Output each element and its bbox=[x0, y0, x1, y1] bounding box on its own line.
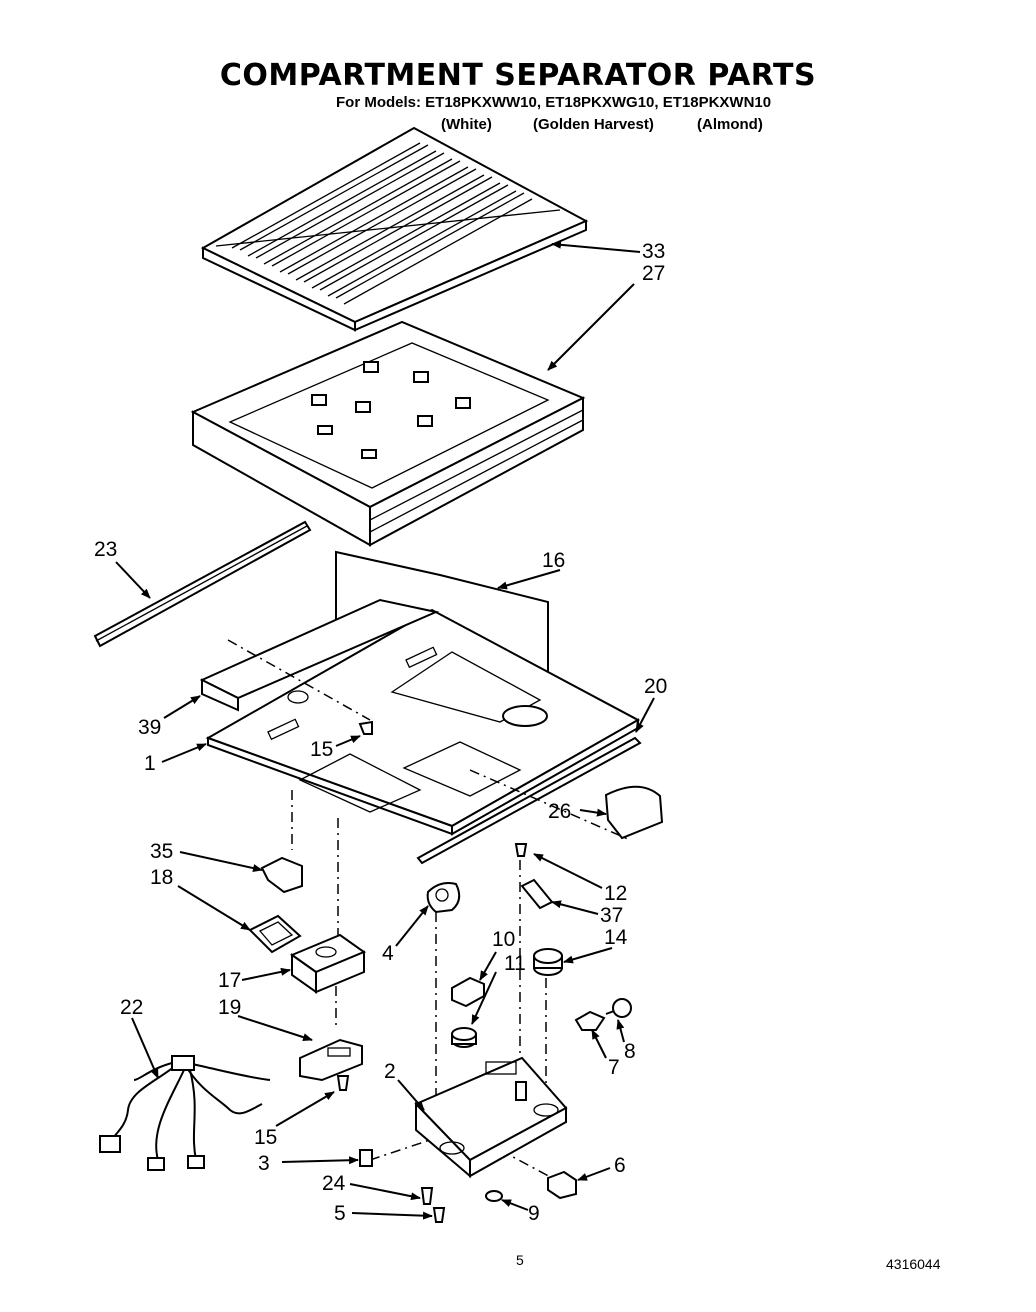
door-switch-part bbox=[547, 1170, 577, 1200]
callout-9: 9 bbox=[528, 1202, 540, 1225]
callout-4: 4 bbox=[382, 942, 394, 965]
leader-lines bbox=[115, 240, 655, 1220]
lamp-holder-part bbox=[574, 1010, 606, 1031]
callout-20: 20 bbox=[644, 675, 667, 698]
control-housing-part bbox=[414, 1056, 568, 1179]
gasket-part bbox=[248, 914, 302, 954]
callout-labels: 33 27 23 16 20 39 15 1 26 35 18 12 37 4 … bbox=[94, 240, 667, 1225]
callout-7: 7 bbox=[608, 1056, 620, 1079]
document-number: 4316044 bbox=[886, 1256, 941, 1272]
callout-33: 33 bbox=[642, 240, 665, 263]
finish-white: (White) bbox=[441, 116, 492, 133]
trim-strip-part bbox=[93, 520, 312, 648]
mounting-bracket-part bbox=[299, 1038, 363, 1082]
callout-6: 6 bbox=[614, 1154, 626, 1177]
connector-part bbox=[359, 1149, 373, 1167]
separator-base-part bbox=[205, 608, 641, 836]
heater-wire-part bbox=[335, 550, 549, 742]
callout-18: 18 bbox=[150, 866, 173, 889]
shelf-grille-part bbox=[200, 126, 589, 332]
callout-22: 22 bbox=[120, 996, 143, 1019]
callout-11: 11 bbox=[504, 952, 526, 975]
label-part bbox=[520, 878, 554, 910]
callout-39: 39 bbox=[138, 716, 161, 739]
clip-part bbox=[260, 856, 303, 894]
wiring-harness-part bbox=[99, 1055, 271, 1171]
callout-15-upper: 15 bbox=[310, 738, 333, 761]
callout-5: 5 bbox=[334, 1202, 346, 1225]
lamp-socket-part bbox=[533, 948, 563, 976]
callout-23: 23 bbox=[94, 538, 117, 561]
models-line: For Models: ET18PKXWW10, ET18PKXWG10, ET… bbox=[336, 94, 772, 111]
screw-24-part bbox=[420, 1187, 434, 1205]
control-switch-part bbox=[451, 976, 485, 1008]
rear-strip-part bbox=[416, 736, 642, 865]
knob-part bbox=[451, 1027, 477, 1048]
callout-37: 37 bbox=[600, 904, 623, 927]
callout-8: 8 bbox=[624, 1040, 636, 1063]
callout-24: 24 bbox=[322, 1172, 346, 1195]
housing-part bbox=[289, 933, 367, 994]
callout-3: 3 bbox=[258, 1152, 270, 1175]
callout-17: 17 bbox=[218, 969, 241, 992]
screw-15-upper-part bbox=[358, 720, 373, 735]
callout-1: 1 bbox=[144, 752, 156, 775]
screw-5-part bbox=[432, 1207, 446, 1223]
grommet-part bbox=[485, 1190, 503, 1202]
bracket-part bbox=[199, 598, 440, 712]
insulation-pad-part bbox=[604, 785, 664, 840]
light-bulb-part bbox=[605, 998, 632, 1018]
callout-19: 19 bbox=[218, 996, 241, 1019]
screw-15-part bbox=[336, 1075, 350, 1091]
callout-15-lower: 15 bbox=[254, 1126, 277, 1149]
page-number: 5 bbox=[516, 1252, 524, 1268]
separator-frame-part bbox=[190, 320, 586, 547]
callout-14: 14 bbox=[604, 926, 628, 949]
callout-2: 2 bbox=[384, 1060, 396, 1083]
callout-27: 27 bbox=[642, 262, 665, 285]
callout-35: 35 bbox=[150, 840, 173, 863]
callout-16: 16 bbox=[542, 549, 565, 572]
finish-golden-harvest: (Golden Harvest) bbox=[533, 116, 654, 133]
assembly-center-lines bbox=[227, 639, 631, 1181]
callout-26: 26 bbox=[548, 800, 571, 823]
thermostat-knob-part bbox=[426, 882, 461, 914]
callout-10: 10 bbox=[492, 928, 515, 951]
page-title: COMPARTMENT SEPARATOR PARTS bbox=[219, 58, 817, 93]
callout-12: 12 bbox=[604, 882, 627, 905]
screw-part bbox=[514, 843, 528, 857]
finish-almond: (Almond) bbox=[697, 116, 763, 133]
